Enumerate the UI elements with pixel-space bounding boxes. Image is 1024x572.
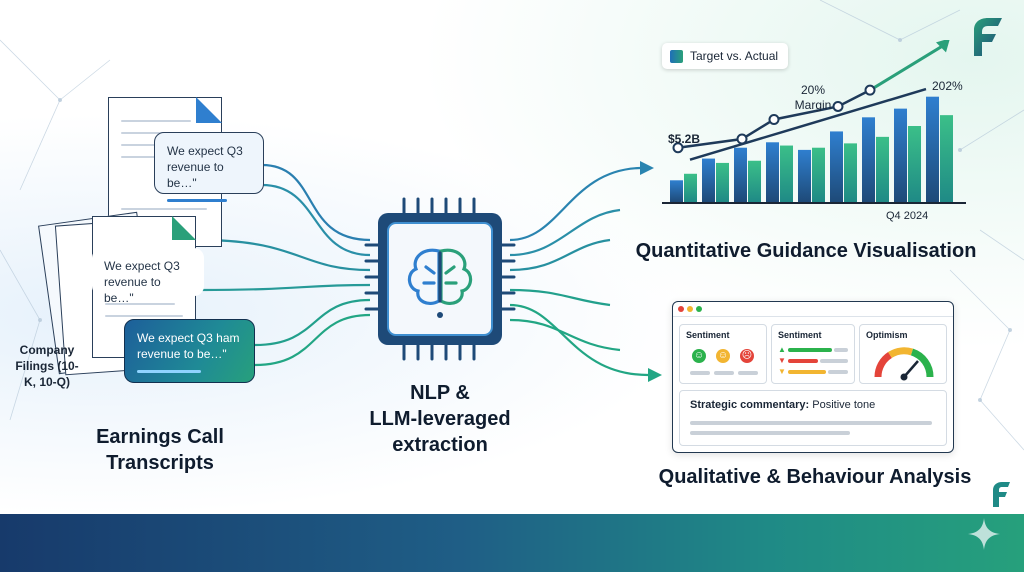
bottom-band xyxy=(0,514,1024,572)
chart-annotation-margin: 20% Margin xyxy=(794,83,832,112)
commentary-label: Strategic commentary: xyxy=(690,399,810,411)
thumbs-up-icon: ▲ xyxy=(778,345,786,354)
quote-bubble-3: We expect Q3 ham revenue to be…" xyxy=(124,319,255,383)
arrow-head-top xyxy=(640,161,654,175)
quant-title: Quantitative Guidance Visualisation xyxy=(635,240,977,262)
quote-text: We expect Q3 revenue to be…" xyxy=(104,259,180,305)
processor-chip xyxy=(364,197,516,361)
chart-point xyxy=(736,133,748,145)
quote-bubble-1: We expect Q3 revenue to be…" xyxy=(154,132,264,202)
chart-bar-series1 xyxy=(766,142,779,202)
sentiment-card-bars: Sentiment ▲ ▼ ▼ xyxy=(771,324,855,384)
chart-bar-series2 xyxy=(684,173,697,202)
logo-mark-small-icon xyxy=(993,482,1010,507)
chart-point xyxy=(832,100,844,112)
chart-legend: Target vs. Actual xyxy=(662,43,789,69)
chart-bar-series1 xyxy=(830,131,843,202)
chart-bar-series1 xyxy=(798,149,811,202)
chart-bar-series1 xyxy=(862,117,875,202)
chart-bar-series2 xyxy=(780,145,793,202)
chart-bar-series2 xyxy=(876,136,889,202)
transcripts-label: Earnings Call Transcripts xyxy=(96,426,224,474)
logo-mark-icon xyxy=(974,18,1002,56)
chart-point xyxy=(768,113,780,125)
window-titlebar xyxy=(673,302,953,317)
strategic-commentary-card: Strategic commentary: Positive tone xyxy=(679,390,947,446)
thumbs-mixed-icon: ▼ xyxy=(778,367,786,376)
window-dot-green xyxy=(696,306,702,312)
window-dot-red xyxy=(678,306,684,312)
chart-bar-series1 xyxy=(894,108,907,202)
processor-label: NLP & LLM-leveraged extraction xyxy=(369,382,511,456)
chart-bar-series2 xyxy=(940,115,953,202)
quote-text: We expect Q3 revenue to be…" xyxy=(167,144,243,190)
chart-bar-series2 xyxy=(908,126,921,202)
chart-annotation-revenue: $5.2B xyxy=(668,132,701,146)
chart-bar-series1 xyxy=(734,147,747,202)
brain-icon xyxy=(407,248,473,318)
chart-trend-line xyxy=(689,87,927,161)
guidance-chart xyxy=(662,40,966,204)
chart-bar-series2 xyxy=(748,160,761,202)
chart-annotation-growth: 202% xyxy=(932,79,963,93)
chart-point xyxy=(672,142,684,154)
chart-annotation-period: Q4 2024 xyxy=(886,210,929,222)
chart-bar-series1 xyxy=(702,158,715,202)
chart-arrow-head xyxy=(936,40,950,53)
page-fold-icon xyxy=(172,216,196,240)
chart-bar-series1 xyxy=(670,180,683,202)
thumbs-down-icon: ▼ xyxy=(778,356,786,365)
chart-bar-series2 xyxy=(716,162,729,202)
legend-label: Target vs. Actual xyxy=(690,49,779,63)
happy-face-icon: ☺ xyxy=(692,349,706,363)
quote-bubble-2: We expect Q3 revenue to be…" xyxy=(92,248,204,305)
window-dot-yellow xyxy=(687,306,693,312)
qual-title: Qualitative & Behaviour Analysis xyxy=(658,466,972,488)
filings-label: Company Filings (10-K, 10-Q) xyxy=(15,343,79,389)
sparkle-icon xyxy=(968,518,1000,550)
chart-bar-series2 xyxy=(812,147,825,202)
sad-face-icon: ☹ xyxy=(740,349,754,363)
chart-bar-series2 xyxy=(844,143,857,202)
chart-line-growth xyxy=(869,45,943,92)
page-fold-icon xyxy=(196,97,222,123)
optimism-gauge-icon xyxy=(874,347,934,381)
chart-point xyxy=(864,84,876,96)
legend-swatch xyxy=(670,49,683,63)
optimism-card: Optimism xyxy=(859,324,947,384)
quote-text: We expect Q3 ham revenue to be…" xyxy=(137,331,240,361)
chart-bar-series1 xyxy=(926,96,939,202)
analysis-dashboard: Sentiment ☺ ☺ ☹ Sentiment ▲ ▼ ▼ Optimism xyxy=(672,301,954,453)
neutral-face-icon: ☺ xyxy=(716,349,730,363)
sentiment-card-faces: Sentiment ☺ ☺ ☹ xyxy=(679,324,767,384)
arrow-head-bottom xyxy=(648,368,662,382)
commentary-value: Positive tone xyxy=(812,399,876,411)
